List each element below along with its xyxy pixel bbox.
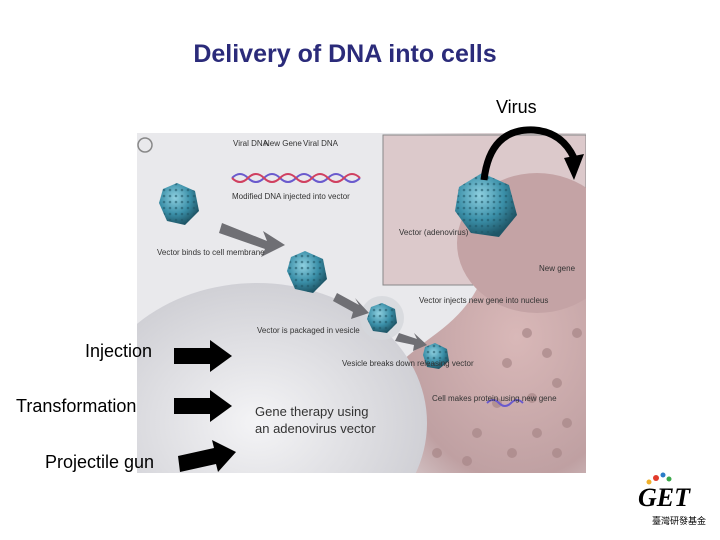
logo-dot-blue [660,472,666,478]
virus-particle-1 [159,183,199,225]
fig-label-viral-dna-2: Viral DNA [303,139,339,148]
cell-texture [403,328,582,467]
logo-dot-red [653,475,659,481]
virus-particle-inset [455,173,517,237]
virus-curved-arrow [480,126,584,181]
fig-caption-line2: an adenovirus vector [255,421,376,436]
fig-label-new-gene-inset: New gene [539,264,576,273]
logo-subtitle: 臺灣研發基金 [652,515,706,527]
fig-label-vector-injects: Vector injects new gene into nucleus [419,296,548,305]
injection-label: Injection [85,341,153,361]
fig-label-vector-binds: Vector binds to cell membrane [157,248,265,257]
dna-strands [231,173,361,183]
logo-dot-yellow [646,479,652,485]
fig-label-vesicle-breaks: Vesicle breaks down releasing vector [342,359,474,368]
virus-particle-4 [423,343,449,369]
fig-label-cell-protein: Cell makes protein using new gene [432,394,557,403]
logo-text: GET [638,483,691,512]
new-gene-strand [486,399,524,407]
page-title: Delivery of DNA into cells [193,40,497,68]
projectile-gun-label: Projectile gun [45,452,155,472]
logo-dot-green [666,476,672,482]
fig-label-vector-adenovirus: Vector (adenovirus) [399,228,469,237]
projectile-gun-arrow [178,440,236,472]
virus-particle-2 [287,251,327,293]
process-arrows [219,223,427,351]
transformation-arrow [174,390,232,422]
fig-label-new-gene: New Gene [264,139,302,148]
transformation-label: Transformation [16,396,137,416]
copyright-icon [137,137,153,153]
get-logo: GET 臺灣研發基金 [636,472,710,530]
fig-label-vector-packaged: Vector is packaged in vesicle [257,326,360,335]
injection-arrow [174,340,232,372]
fig-label-viral-dna-1: Viral DNA [233,139,269,148]
host-cell [137,283,427,473]
fig-caption-line1: Gene therapy using [255,404,368,419]
virus-label: Virus [496,97,537,117]
virus-particle-3 [360,296,404,340]
fig-label-modified-dna: Modified DNA injected into vector [232,192,350,201]
